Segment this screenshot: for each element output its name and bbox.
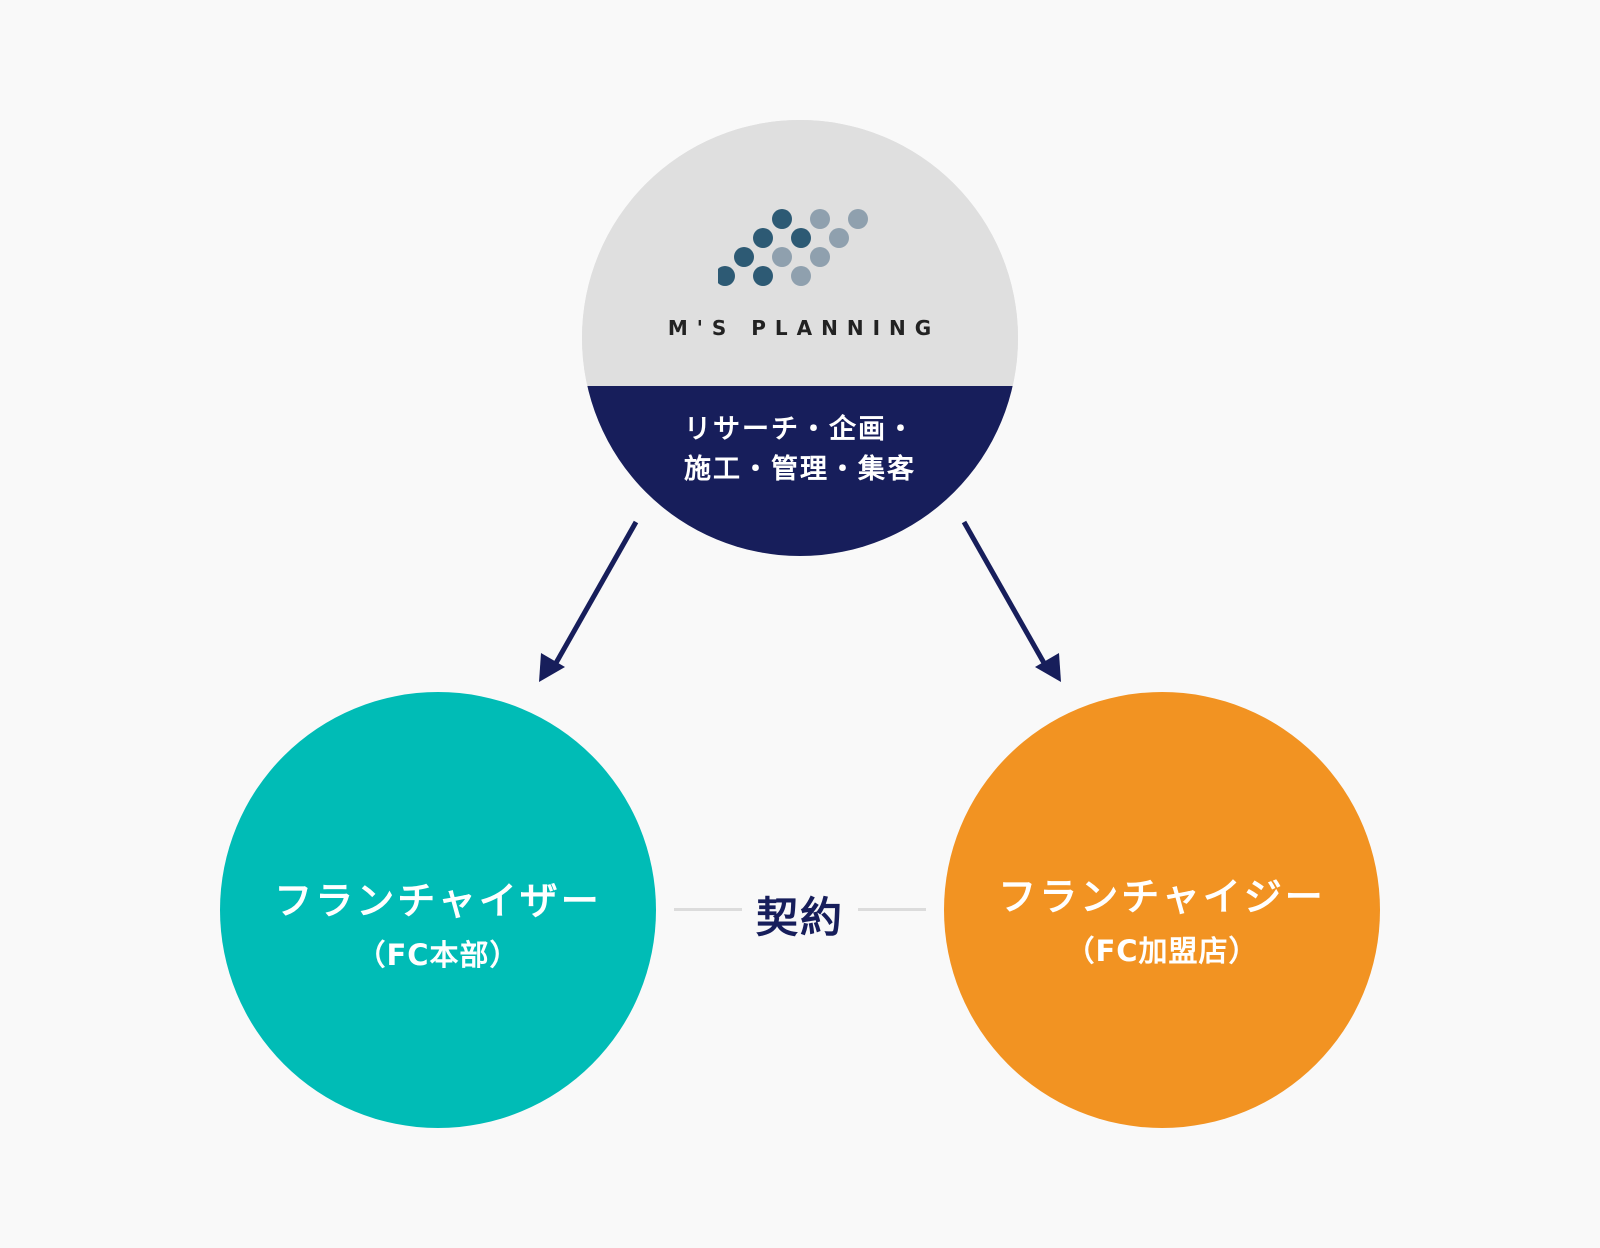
services-section: リサーチ・企画・ 施工・管理・集客	[582, 386, 1018, 556]
logo-dot	[791, 228, 811, 248]
services-line-1: リサーチ・企画・	[684, 414, 916, 445]
logo-dot	[772, 209, 792, 229]
ms-planning-logo-icon	[718, 209, 868, 286]
services-line-2: 施工・管理・集客	[684, 454, 916, 485]
logo-dot	[848, 209, 868, 229]
arrow-head-left-icon	[539, 653, 565, 682]
logo-dot	[718, 266, 735, 286]
logo-dot	[734, 247, 754, 267]
franchisee-subtitle: （FC加盟店）	[1065, 934, 1259, 968]
logo-wordmark: M'S PLANNING	[667, 316, 941, 340]
franchisee-circle: フランチャイジー （FC加盟店）	[944, 692, 1380, 1128]
logo-section: M'S PLANNING	[582, 120, 1018, 386]
services-text: リサーチ・企画・ 施工・管理・集客	[582, 410, 1018, 490]
logo-dot	[791, 266, 811, 286]
franchisor-title: フランチャイザー	[274, 879, 602, 923]
logo-dot	[810, 247, 830, 267]
logo-dot	[772, 247, 792, 267]
contract-line-right	[858, 908, 926, 911]
contract-line-left	[674, 908, 742, 911]
franchisor-circle: フランチャイザー （FC本部）	[220, 692, 656, 1128]
logo-dot	[753, 228, 773, 248]
contract-label: 契約	[755, 893, 844, 942]
ms-planning-circle: M'S PLANNING リサーチ・企画・ 施工・管理・集客	[582, 120, 1018, 556]
logo-dot	[753, 266, 773, 286]
franchisor-subtitle: （FC本部）	[356, 938, 520, 972]
franchisee-title: フランチャイジー	[998, 875, 1326, 919]
logo-dot	[810, 209, 830, 229]
logo-dot	[829, 228, 849, 248]
arrow-head-right-icon	[1035, 653, 1061, 682]
